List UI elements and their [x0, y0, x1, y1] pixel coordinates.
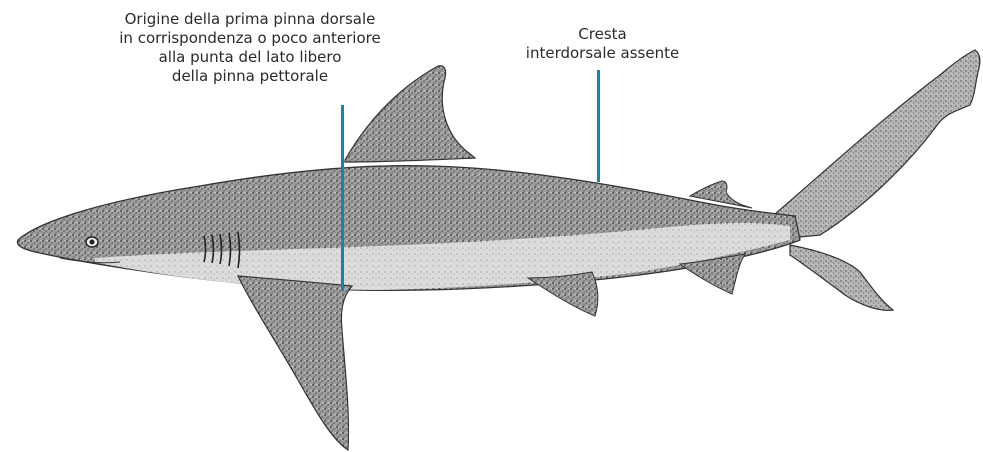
pectoral-fin — [238, 276, 352, 450]
interdorsal-ridge-label-line-1: Cresta — [490, 25, 715, 44]
dorsal-origin-label-line-4: della pinna pettorale — [60, 67, 440, 86]
caudal-fin-lower — [790, 245, 893, 310]
dorsal-origin-label-line-1: Origine della prima pinna dorsale — [60, 10, 440, 29]
dorsal-origin-label: Origine della prima pinna dorsale in cor… — [60, 10, 440, 86]
dorsal-origin-leader-line — [341, 105, 344, 291]
caudal-fin-upper — [775, 50, 980, 238]
eye — [86, 237, 98, 247]
interdorsal-ridge-leader-line — [597, 70, 600, 182]
dorsal-origin-label-line-2: in corrispondenza o poco anteriore — [60, 29, 440, 48]
interdorsal-ridge-label-line-2: interdorsale assente — [490, 44, 715, 63]
dorsal-origin-label-line-3: alla punta del lato libero — [60, 48, 440, 67]
interdorsal-ridge-label: Cresta interdorsale assente — [490, 25, 715, 63]
pelvic-fin — [528, 272, 598, 316]
